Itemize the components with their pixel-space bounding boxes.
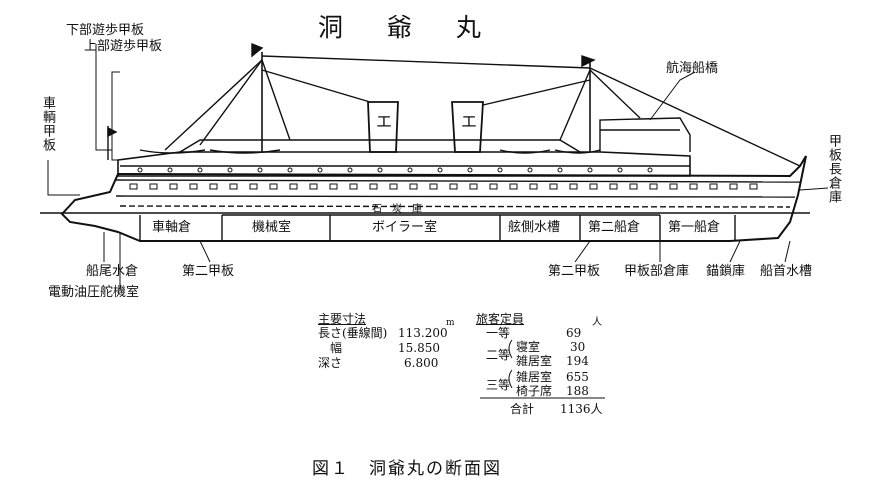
hull-outline [60,155,807,242]
label-car-hold: 車軸倉 [152,220,192,235]
passengers-unit: 人 [592,317,602,328]
passengers-heading: 旅客定員 [476,312,525,326]
pax-third-label-1: 椅子席 [516,384,553,398]
dim-label-beam: 幅 [330,341,343,355]
dimensions-unit: m [446,318,455,328]
pax-second-class: 二等 [486,348,511,362]
label-boiler: ボイラー室 [372,220,438,235]
label-steering-room: 電動油圧舵機室 [48,285,140,300]
pax-first-class: 一等 [486,326,511,340]
pax-first-value: 69 [566,326,582,340]
dim-value-depth: 6.800 [404,356,439,370]
dim-value-length: 113.200 [398,326,448,340]
pax-third-label-0: 雑居室 [516,370,553,384]
label-machinery: 機械室 [252,220,292,235]
pax-third-value-0: 655 [566,370,589,384]
pax-second-value-1: 194 [566,354,589,368]
svg-text:エ: エ [376,112,392,131]
label-second-deck-left: 第二甲板 [182,264,235,279]
dim-label-depth: 深さ [318,356,343,370]
funnel-aft [367,101,399,153]
label-second-deck-right: 第二甲板 [548,264,601,279]
label-navigation-bridge: 航海船橋 [666,61,719,76]
label-fore-tank: 船首水槽 [760,264,813,279]
pax-third-class: 三等 [486,378,511,392]
diagram-title: 洞 爺 丸 [318,13,499,42]
pax-total-value: 1136人 [560,402,603,416]
pax-second-label-0: 寝室 [516,340,541,354]
label-hold2: 第二船倉 [588,220,641,235]
funnel-fore [451,101,484,153]
pax-third-value-1: 188 [566,384,589,398]
label-stern-tank: 船尾水倉 [86,264,139,279]
label-bow-storeroom: 甲板長倉庫 [826,134,841,204]
figure-caption: 図１ 洞爺丸の断面図 [312,459,502,479]
pax-second-value-0: 30 [570,340,586,354]
label-deck-store: 甲板部倉庫 [624,264,690,279]
label-lower-promenade: 下部遊歩甲板 [66,23,145,38]
label-upper-promenade: 上部遊歩甲板 [84,39,163,54]
label-vehicle-deck: 車輌甲板 [40,96,55,152]
pax-second-label-1: 雑居室 [516,354,553,368]
label-chain-locker: 錨鎖庫 [706,264,746,279]
svg-text:エ: エ [461,112,477,131]
label-hold1: 第一船倉 [668,220,721,235]
dim-value-beam: 15.850 [398,341,440,355]
dimensions-heading: 主要寸法 [318,312,367,326]
label-side-tank: 舷側水槽 [508,220,561,235]
dim-label-length: 長さ(垂線間) [318,326,388,340]
pax-total-label: 合計 [510,402,535,416]
label-coal: 石 炭 庫 [372,204,422,215]
